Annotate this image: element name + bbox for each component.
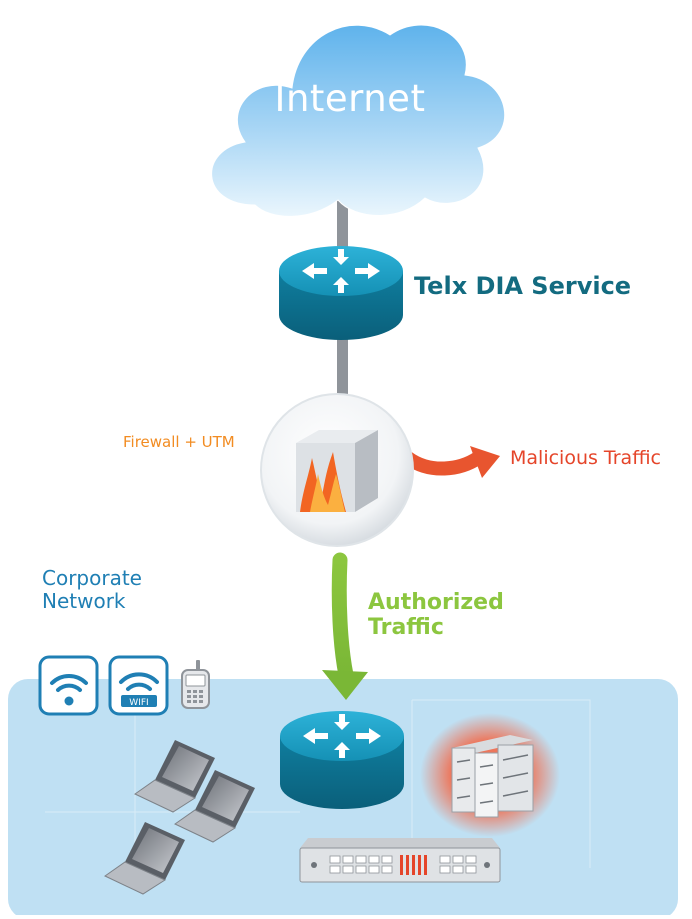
authorized-traffic-label-line2: Traffic	[368, 615, 444, 641]
firewall-icon	[260, 393, 414, 547]
link-router-firewall	[337, 330, 348, 415]
laptop-icon	[104, 822, 185, 895]
router-icon	[279, 246, 403, 340]
wifi-badge-text: WIFI	[129, 698, 148, 708]
authorized-traffic-label: Authorized Traffic	[368, 590, 504, 641]
router-icon	[280, 711, 404, 809]
malicious-traffic-label: Malicious Traffic	[510, 447, 662, 469]
malicious-traffic-arrow	[401, 446, 500, 478]
firewall-utm-label: Firewall + UTM	[123, 433, 235, 451]
laptop-icon	[174, 770, 255, 843]
mobile-phone-icon	[181, 660, 210, 709]
corporate-network-label-line1: Corporate	[42, 566, 142, 590]
laptop-icon	[134, 740, 215, 813]
wifi-icon	[38, 655, 99, 716]
cloud-icon	[211, 24, 506, 217]
corporate-network-label: Corporate Network	[42, 567, 142, 613]
authorized-traffic-arrow	[322, 552, 368, 700]
telx-dia-service-label: Telx DIA Service	[414, 272, 632, 300]
wifi-icon: WIFI	[108, 655, 169, 716]
authorized-traffic-label-line1: Authorized	[368, 590, 504, 615]
server-rack-icon	[420, 713, 560, 837]
corporate-network-label-line2: Network	[42, 589, 126, 613]
network-switch-icon	[299, 838, 501, 883]
link-internet-router	[337, 200, 348, 260]
internet-label: Internet	[274, 77, 426, 120]
